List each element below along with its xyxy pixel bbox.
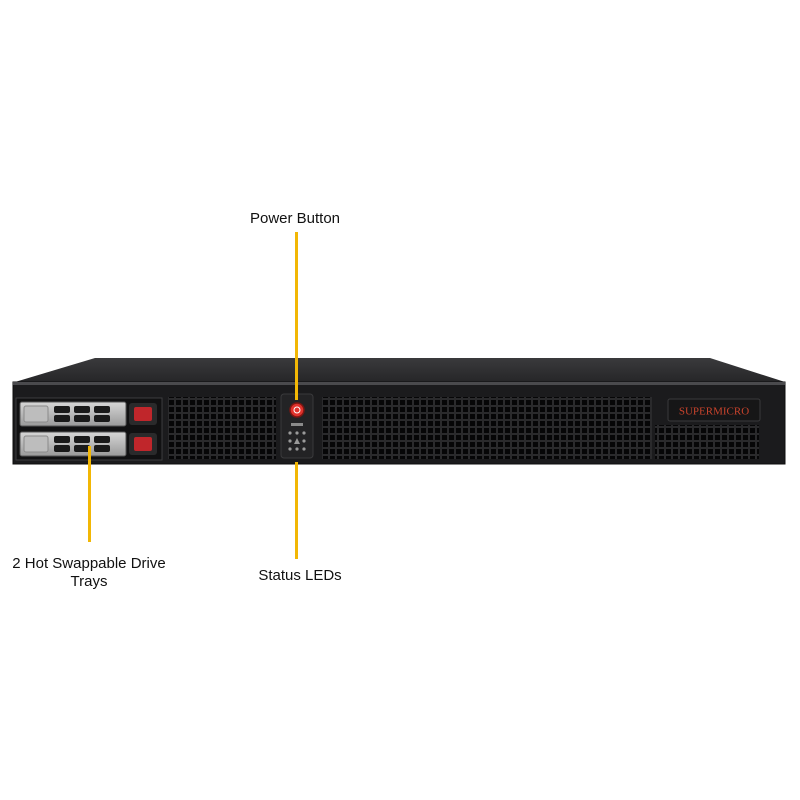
- vent-grille-center: [322, 397, 652, 459]
- power-button-label: Power Button: [249, 210, 341, 227]
- drive-tray-1: [19, 401, 157, 427]
- status-leds-label: Status LEDs: [258, 567, 342, 584]
- supermicro-logo-text: SUPERMICRO: [679, 406, 749, 418]
- drive-trays-label: 2 Hot Swappable Drive Trays: [12, 555, 166, 590]
- power-button-leader: [295, 232, 298, 400]
- supermicro-logo: [667, 398, 761, 422]
- status-leds-leader: [295, 462, 298, 559]
- drive-trays-leader: [88, 446, 91, 542]
- status-led-icon: [288, 423, 306, 451]
- vent-grille-left: [168, 397, 276, 459]
- vent-grille-right: [655, 425, 759, 459]
- drive-tray-2: [19, 431, 157, 457]
- chassis-top: [15, 358, 785, 382]
- power-button-icon: [289, 402, 305, 418]
